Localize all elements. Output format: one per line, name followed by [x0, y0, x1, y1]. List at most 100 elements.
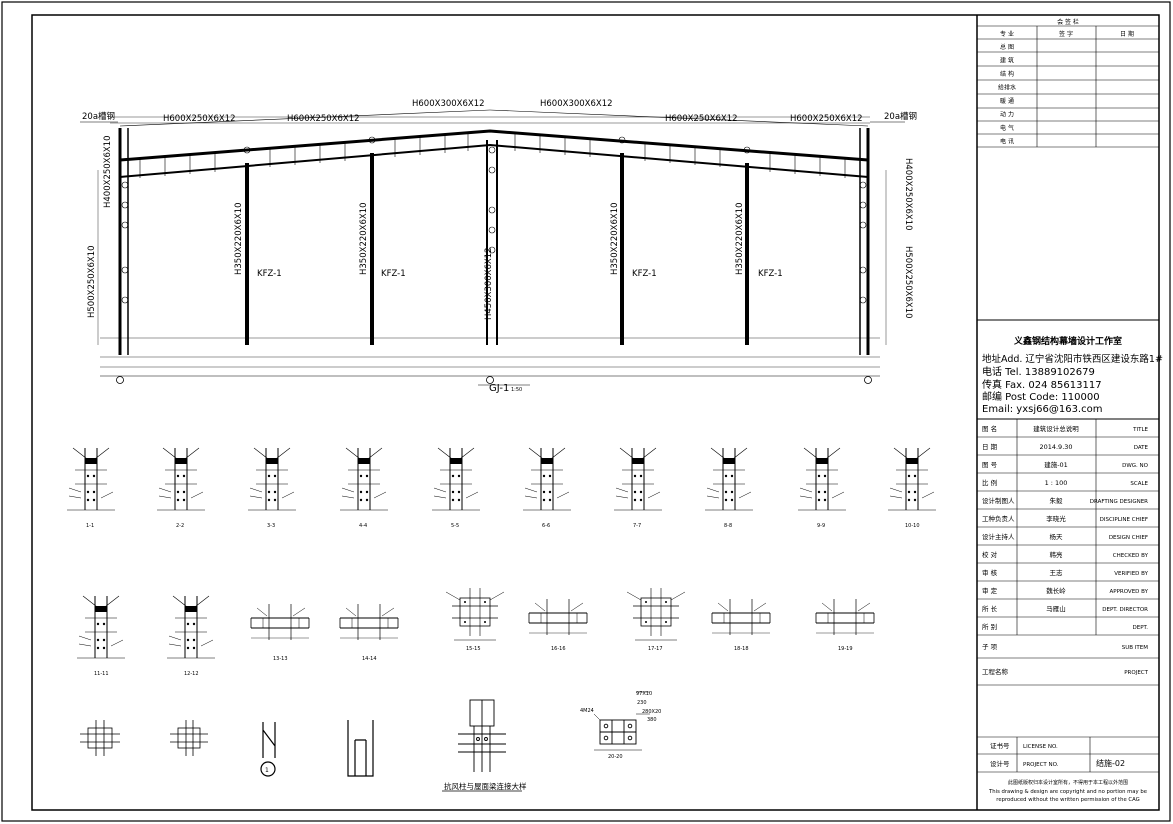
bolt-note: 4M24	[580, 708, 594, 714]
tb-val-2: 建施-01	[1044, 460, 1068, 469]
tb-cn-2: 图 号	[982, 461, 998, 469]
signoff-row-0: 总 图	[1000, 43, 1014, 51]
section-label-15-15: 15-15	[466, 646, 481, 652]
project-cn: 工程名称	[982, 667, 1009, 676]
bolt-dim-1: 97X10	[636, 691, 652, 697]
frame-scale: 1:50	[511, 387, 522, 393]
tb-cn-3: 比 例	[982, 478, 997, 487]
signoff-header: 会 签 栏	[1057, 18, 1079, 26]
tb-en-5: DISCIPLINE CHIEF	[1100, 517, 1148, 523]
studio-addr: 地址Add. 辽宁省沈阳市铁西区建设东路1#	[982, 353, 1163, 365]
tb-cn-0: 图 名	[982, 424, 997, 433]
studio-tel: 电话 Tel. 13889102679	[982, 365, 1095, 378]
kfz-label-1: KFZ-1	[257, 269, 282, 279]
section-label-14-14: 14-14	[362, 656, 377, 662]
tb-val-10: 马雁山	[1046, 604, 1066, 613]
section-label-9-9: 9-9	[817, 523, 825, 529]
left-channel-label: 20a槽钢	[82, 111, 115, 122]
bay-label-3: H600X300X6X12	[412, 99, 485, 109]
tb-val-5: 李晓光	[1046, 514, 1066, 523]
signoff-row-1: 建 筑	[1000, 57, 1014, 65]
tb-cn-8: 审 核	[982, 568, 998, 577]
tb-val-7: 韩亮	[1050, 550, 1064, 559]
section-label-2-2: 2-2	[176, 523, 184, 529]
kfz-label-2: KFZ-1	[381, 269, 406, 279]
tb-en-6: DESIGN CHIEF	[1109, 535, 1148, 541]
right-channel-label: 20a槽钢	[884, 111, 917, 122]
section-label-20-20: 20-20	[608, 754, 623, 760]
section-label-16-16: 16-16	[551, 646, 566, 652]
bay-label-2: H600X250X6X12	[287, 114, 360, 124]
tb-en-3: SCALE	[1130, 481, 1148, 487]
tb-val-0: 建筑设计总说明	[1033, 424, 1079, 433]
inner-border	[31, 14, 1160, 811]
bolt-dim-2: 230	[637, 700, 647, 706]
section-label-17-17: 17-17	[648, 646, 663, 652]
tb-cn-5: 工种负责人	[982, 514, 1015, 523]
signoff-row-7: 电 讯	[1000, 138, 1014, 146]
section-label-8-8: 8-8	[724, 523, 732, 529]
left-col-upper-label: H400X250X6X10	[103, 135, 113, 208]
wind-column-detail-caption: 抗风柱与屋面梁连接大样	[444, 781, 527, 791]
tb-val-9: 魏长岭	[1046, 586, 1066, 595]
section-label-3-3: 3-3	[267, 523, 275, 529]
signoff-col-0: 专 业	[1000, 30, 1014, 38]
signoff-row-2: 结 构	[1000, 70, 1014, 78]
frame-title: GJ-1	[489, 383, 509, 394]
tb-cn-7: 校 对	[982, 550, 998, 559]
section-label-11-11: 11-11	[94, 671, 109, 677]
tb-en-2: DWG. NO	[1122, 463, 1149, 469]
inner-col-label-2: H350X220X6X10	[359, 202, 369, 275]
section-label-13-13: 13-13	[273, 656, 288, 662]
section-label-18-18: 18-18	[734, 646, 749, 652]
tb-val-4: 朱毅	[1050, 496, 1064, 505]
section-label-19-19: 19-19	[838, 646, 853, 652]
section-label-1-1: 1-1	[86, 523, 94, 529]
right-col-upper-label: H400X250X6X10	[903, 158, 913, 231]
sub-item-cn: 子 项	[982, 643, 998, 651]
detail-row-3	[80, 691, 650, 792]
signoff-row-4: 暖 通	[1000, 97, 1014, 105]
tb-val-1: 2014.9.30	[1039, 443, 1072, 451]
tb-cn-11: 所 别	[982, 622, 997, 631]
signoff-table	[977, 25, 1159, 420]
tb-cn-9: 审 定	[982, 586, 998, 595]
tb-en-9: APPROVED BY	[1109, 589, 1148, 595]
projno-val: 结施-02	[1096, 758, 1125, 768]
tb-en-10: DEPT. DIRECTOR	[1102, 607, 1148, 613]
tb-en-1: DATE	[1134, 445, 1149, 451]
bay-label-1: H600X250X6X12	[163, 114, 236, 124]
studio-fax: 传真 Fax. 024 85613117	[982, 378, 1102, 391]
studio-email: Email: yxsj66@163.com	[982, 404, 1102, 415]
section-label-4-4: 4-4	[359, 523, 367, 529]
inner-col-label-3: H450X300X6X12	[484, 247, 494, 320]
section-label-7-7: 7-7	[633, 523, 641, 529]
studio-name: 义鑫钢结构幕墙设计工作室	[1013, 335, 1122, 347]
tb-cn-4: 设计制图人	[982, 496, 1015, 505]
right-col-lower-label: H500X250X6X10	[903, 246, 913, 319]
bay-label-5: H600X250X6X12	[665, 114, 738, 124]
copyright-en2: reproduced without the written permissio…	[996, 797, 1139, 803]
tb-cn-10: 所 长	[982, 604, 998, 613]
signoff-col-2: 日 期	[1120, 30, 1134, 38]
tb-cn-6: 设计主持人	[982, 532, 1015, 541]
bay-label-6: H600X250X6X12	[790, 114, 863, 124]
tb-cn-1: 日 期	[982, 443, 998, 451]
license-en: LICENSE NO.	[1023, 744, 1058, 750]
signoff-row-3: 给排水	[998, 84, 1016, 92]
inner-col-label-5: H350X220X6X10	[735, 202, 745, 275]
bolt-dim-3: 280X20	[642, 709, 661, 715]
portal-frame-elevation	[80, 109, 905, 386]
inner-col-label-4: H350X220X6X10	[610, 202, 620, 275]
project-en: PROJECT	[1124, 670, 1148, 676]
copyright-cn: 此图纸版权归本设计室所有，不得用于本工程以外范围	[1008, 779, 1128, 786]
tb-val-3: 1 : 100	[1045, 479, 1068, 487]
sub-item-en: SUB ITEM	[1122, 645, 1148, 651]
tb-en-4: DRAFTING DESIGNER	[1090, 499, 1148, 505]
title-block-grid	[977, 419, 1159, 773]
section-label-10-10: 10-10	[905, 523, 920, 529]
tb-val-8: 王志	[1050, 568, 1064, 577]
projno-en: PROJECT NO.	[1023, 762, 1059, 768]
